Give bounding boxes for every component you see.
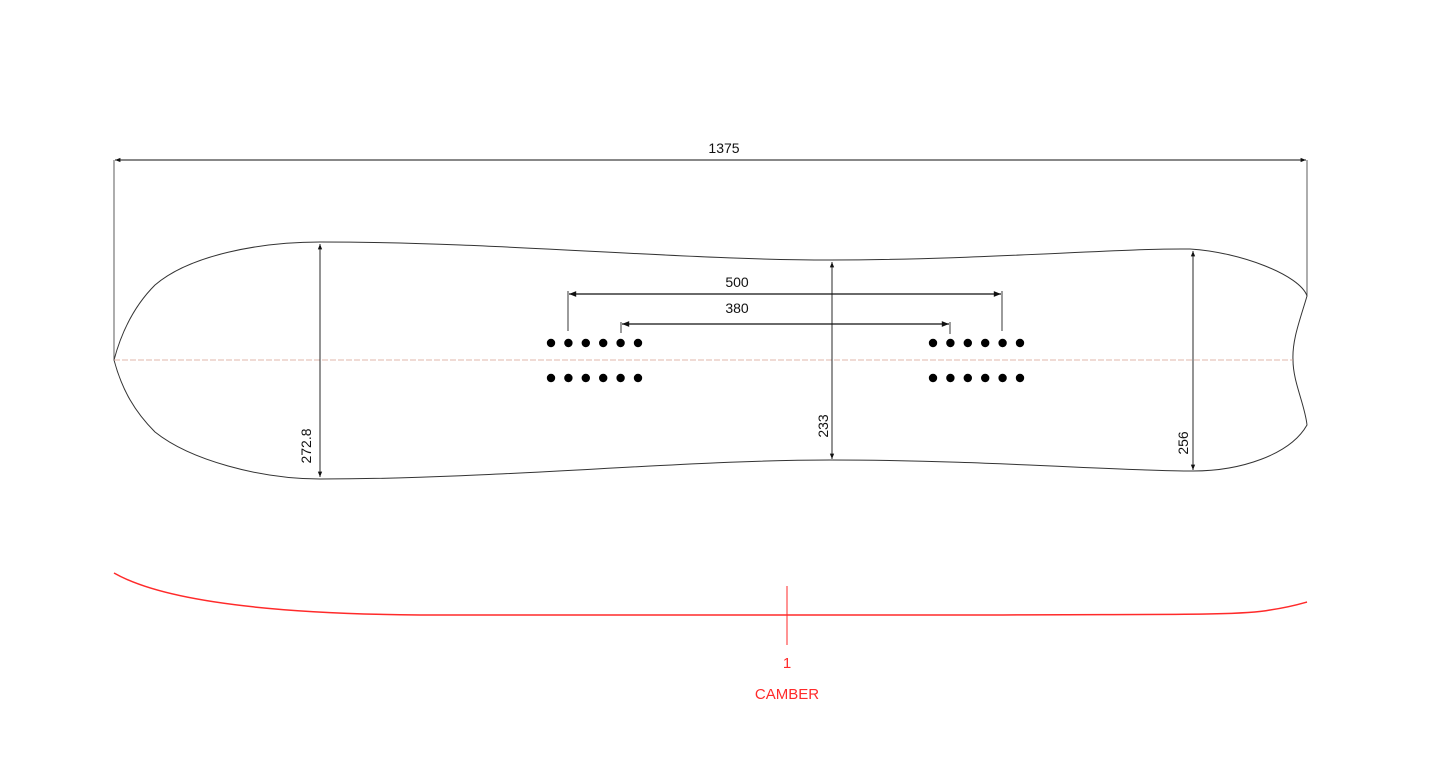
insert-hole	[946, 373, 955, 383]
insert-hole	[963, 373, 972, 383]
stance-outer-dimension: 500	[567, 274, 1003, 331]
insert-hole	[998, 338, 1007, 348]
nose-width-label: 272.8	[298, 428, 314, 463]
waist-width-label: 233	[815, 414, 831, 438]
insert-hole	[616, 338, 625, 348]
insert-hole	[633, 373, 643, 383]
insert-hole	[963, 338, 972, 348]
insert-hole	[946, 338, 955, 348]
camber-label: CAMBER	[755, 686, 819, 703]
insert-hole	[546, 373, 556, 383]
insert-hole	[546, 338, 556, 348]
camber-profile: 1 CAMBER	[113, 572, 1308, 703]
insert-hole	[981, 373, 990, 383]
length-label: 1375	[708, 140, 739, 156]
insert-hole	[1015, 338, 1025, 348]
stance-inner-label: 380	[725, 300, 749, 316]
tail-width-dimension: 256	[1175, 250, 1196, 470]
insert-hole	[599, 338, 608, 348]
insert-hole	[599, 373, 608, 383]
stance-inner-dimension: 380	[620, 300, 951, 334]
nose-width-dimension: 272.8	[298, 243, 323, 477]
insert-hole	[581, 373, 590, 383]
camber-curve	[113, 572, 1308, 616]
tail-width-label: 256	[1175, 431, 1191, 455]
insert-hole	[633, 338, 643, 348]
insert-hole	[581, 338, 590, 348]
board-outline	[113, 241, 1308, 480]
binding-inserts	[546, 338, 1025, 383]
insert-hole	[616, 373, 625, 383]
waist-width-dimension: 233	[815, 262, 835, 459]
insert-hole	[1015, 373, 1025, 383]
insert-hole	[928, 373, 938, 383]
insert-hole	[928, 338, 938, 348]
insert-hole	[564, 373, 573, 383]
insert-hole	[981, 338, 990, 348]
profile-marker-label: 1	[783, 655, 791, 672]
stance-outer-label: 500	[725, 274, 749, 290]
insert-hole	[564, 338, 573, 348]
overall-length-dimension: 1375	[113, 140, 1308, 360]
insert-hole	[998, 373, 1007, 383]
